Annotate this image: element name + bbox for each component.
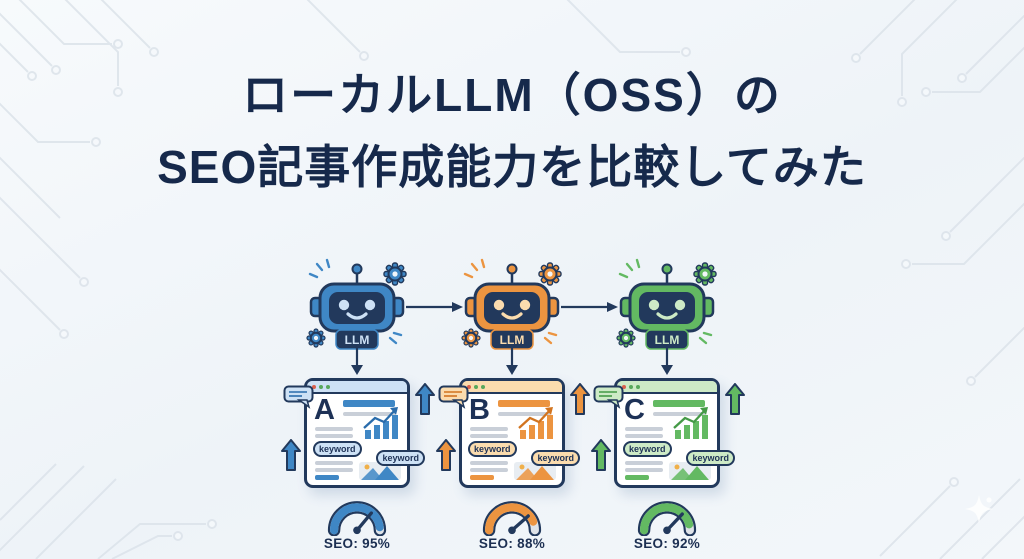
robot-llm-icon: LLM xyxy=(616,258,717,350)
bar-chart-icon xyxy=(518,407,553,439)
llm-badge-label: LLM xyxy=(500,333,525,347)
text-line xyxy=(625,434,663,438)
text-line xyxy=(470,434,508,438)
up-arrow-icon xyxy=(415,383,435,415)
seo-score-label: SEO: 92% xyxy=(633,536,701,551)
window-dot-icon xyxy=(312,384,316,389)
model-column-c: LLM C keywo xyxy=(591,254,745,551)
robot-llm-icon: LLM xyxy=(461,258,562,350)
text-line xyxy=(625,468,663,472)
seo-score-gauge xyxy=(637,501,697,536)
seo-article-window: B keyword keyword xyxy=(436,378,590,488)
window-dot-icon xyxy=(467,384,471,389)
flow-arrow-b-to-c xyxy=(561,302,618,312)
keyword-tag: keyword xyxy=(531,450,580,466)
gear-icon xyxy=(383,262,407,286)
up-arrow-icon xyxy=(591,439,611,471)
window-titlebar xyxy=(462,381,562,394)
text-line xyxy=(315,461,353,465)
gear-icon xyxy=(616,328,636,348)
text-line xyxy=(470,427,508,431)
window-dot-icon xyxy=(622,384,626,389)
down-arrow-icon xyxy=(351,347,363,375)
article-letter: B xyxy=(469,394,490,426)
image-placeholder xyxy=(669,462,711,480)
seo-article-window: C keyword keyword xyxy=(591,378,745,488)
gear-icon xyxy=(693,262,717,286)
window-dot-icon xyxy=(481,384,485,389)
window-titlebar xyxy=(307,381,407,394)
window-titlebar xyxy=(617,381,717,394)
keyword-tag: keyword xyxy=(686,450,735,466)
headline-bar xyxy=(653,400,705,407)
text-line xyxy=(653,412,705,416)
model-column-a: LLM A keywo xyxy=(281,254,435,551)
model-column-b: LLM B keywo xyxy=(436,254,590,551)
bar-chart-icon xyxy=(673,407,708,439)
sparkle-watermark-icon xyxy=(965,495,993,523)
text-line xyxy=(498,412,550,416)
comment-bubble-icon xyxy=(283,385,314,409)
image-placeholder xyxy=(514,462,556,480)
seo-score-label: SEO: 88% xyxy=(478,536,546,551)
article-letter: C xyxy=(624,394,645,426)
headline-bar xyxy=(343,400,395,407)
text-line xyxy=(315,427,353,431)
window-dot-icon xyxy=(319,384,323,389)
comment-bubble-icon xyxy=(593,385,624,409)
text-line xyxy=(625,461,663,465)
window-dot-icon xyxy=(629,384,633,389)
text-line xyxy=(315,434,353,438)
llm-badge-label: LLM xyxy=(345,333,370,347)
bar-chart-icon xyxy=(363,407,398,439)
window-dot-icon xyxy=(326,384,330,389)
seo-score-label: SEO: 95% xyxy=(323,536,391,551)
text-line xyxy=(470,461,508,465)
seo-score-gauge xyxy=(482,501,542,536)
accent-line xyxy=(315,475,339,480)
down-arrow-icon xyxy=(506,347,518,375)
llm-badge-label: LLM xyxy=(655,333,680,347)
accent-line xyxy=(625,475,649,480)
keyword-tag: keyword xyxy=(376,450,425,466)
up-arrow-icon xyxy=(725,383,745,415)
robot-llm-icon: LLM xyxy=(306,258,407,350)
sparkle-lines-icon xyxy=(308,258,403,345)
gear-icon xyxy=(306,328,326,348)
comment-bubble-icon xyxy=(438,385,469,409)
sparkle-lines-icon xyxy=(618,258,713,345)
title-line-1: ローカルLLM（OSS）の xyxy=(242,69,782,121)
flow-arrow-a-to-b xyxy=(406,302,463,312)
article-letter: A xyxy=(314,394,335,426)
window-dot-icon xyxy=(474,384,478,389)
accent-line xyxy=(470,475,494,480)
window-dot-icon xyxy=(636,384,640,389)
title-line-2: SEO記事作成能力を比較してみた xyxy=(157,141,867,193)
page-title: ローカルLLM（OSS）の SEO記事作成能力を比較してみた xyxy=(0,72,1024,190)
headline-bar xyxy=(498,400,550,407)
gear-icon xyxy=(461,328,481,348)
sparkle-lines-icon xyxy=(463,258,558,345)
keyword-tag: keyword xyxy=(623,441,672,457)
text-line xyxy=(625,427,663,431)
gear-icon xyxy=(538,262,562,286)
text-line xyxy=(470,468,508,472)
text-line xyxy=(315,468,353,472)
keyword-tag: keyword xyxy=(313,441,362,457)
up-arrow-icon xyxy=(281,439,301,471)
seo-score-gauge xyxy=(327,501,387,536)
down-arrow-icon xyxy=(661,347,673,375)
text-line xyxy=(343,412,395,416)
image-placeholder xyxy=(359,462,401,480)
seo-article-window: A keyword keyword xyxy=(281,378,435,488)
keyword-tag: keyword xyxy=(468,441,517,457)
up-arrow-icon xyxy=(436,439,456,471)
up-arrow-icon xyxy=(570,383,590,415)
